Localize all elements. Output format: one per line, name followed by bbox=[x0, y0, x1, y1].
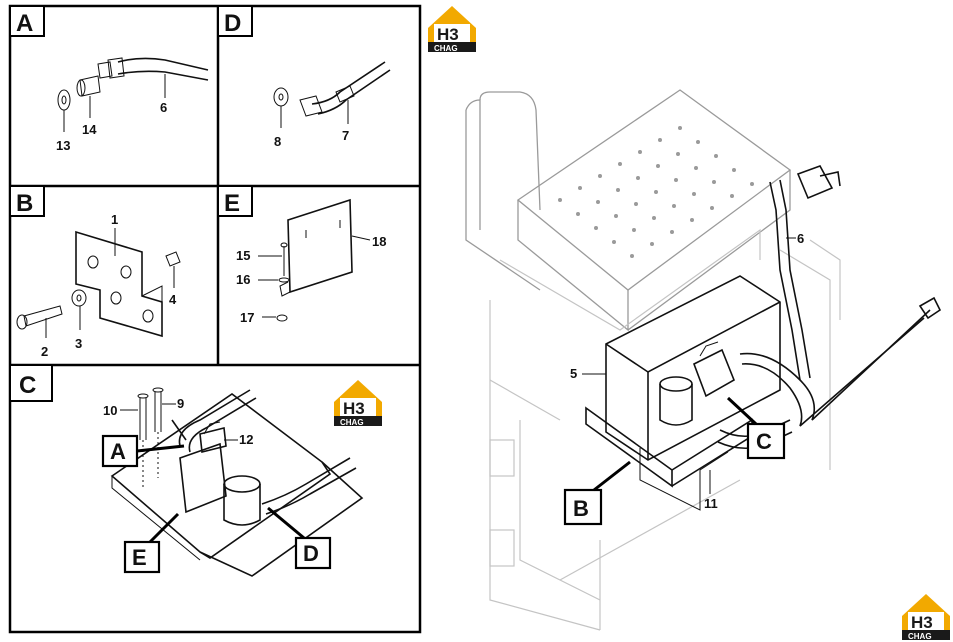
panel-b-label-1: 1 bbox=[111, 212, 118, 227]
panel-d-tag bbox=[217, 5, 253, 37]
panel-d-label-8: 8 bbox=[274, 134, 281, 149]
panel-e-label-16: 16 bbox=[236, 272, 250, 287]
panel-c-letter: C bbox=[19, 372, 36, 399]
panel-c-label-9: 9 bbox=[177, 396, 184, 411]
panel-a: A 6 14 13 bbox=[9, 5, 209, 153]
panel-c-callout-e-letter: E bbox=[132, 545, 147, 570]
brand-logo-panel-c: H3 CHAG bbox=[334, 380, 382, 427]
panel-d-letter: D bbox=[224, 10, 241, 37]
panel-d-label-7: 7 bbox=[342, 128, 349, 143]
panel-e-label-18: 18 bbox=[372, 234, 386, 249]
brand-logo-panel-c-letters: H3 bbox=[343, 399, 365, 418]
main-callout-c bbox=[746, 422, 786, 460]
brand-logo-top: H3 CHAG bbox=[428, 6, 476, 53]
brand-logo-panel-c-band: CHAG bbox=[340, 418, 364, 427]
panel-b-label-4: 4 bbox=[169, 292, 177, 307]
brand-logo-top-band: CHAG bbox=[434, 44, 458, 53]
panel-c-callout-a-letter: A bbox=[110, 439, 126, 464]
panel-a-label-14: 14 bbox=[82, 122, 97, 137]
brand-logo-bottom-band: CHAG bbox=[908, 632, 932, 641]
panel-b-label-3: 3 bbox=[75, 336, 82, 351]
main-label-6: 6 bbox=[797, 231, 804, 246]
panel-grid bbox=[8, 4, 422, 634]
panel-b-tag bbox=[9, 185, 45, 217]
panel-a-label-6: 6 bbox=[160, 100, 167, 115]
panel-b: B 1 4 3 2 bbox=[9, 185, 181, 359]
brand-logo-top-letters: H3 bbox=[437, 25, 459, 44]
main-label-11: 11 bbox=[704, 496, 718, 511]
panel-a-label-13: 13 bbox=[56, 138, 70, 153]
panel-e-label-15: 15 bbox=[236, 248, 250, 263]
panel-grid-frame bbox=[8, 4, 422, 634]
panel-c-callout-d bbox=[294, 536, 332, 570]
brand-logo-bottom-letters: H3 bbox=[911, 613, 933, 632]
platform-holes bbox=[558, 126, 754, 258]
panel-b-label-2: 2 bbox=[41, 344, 48, 359]
panel-e-letter: E bbox=[224, 190, 240, 217]
panel-a-letter: A bbox=[16, 10, 33, 37]
panel-c: C 10 9 12 A bbox=[9, 364, 364, 577]
panel-a-tag bbox=[9, 5, 45, 37]
panel-c-tag bbox=[9, 364, 53, 402]
main-view: 5 11 6 C B bbox=[465, 89, 942, 631]
main-callout-c-letter: C bbox=[756, 429, 772, 454]
main-callout-b bbox=[563, 488, 603, 526]
panel-b-letter: B bbox=[16, 190, 33, 217]
main-label-5: 5 bbox=[570, 366, 577, 381]
panel-c-callout-e bbox=[123, 540, 161, 574]
panel-d: D 8 7 bbox=[217, 5, 391, 149]
panel-c-callout-d-letter: D bbox=[303, 541, 319, 566]
brand-logo-bottom: H3 CHAG bbox=[902, 594, 950, 641]
panel-c-label-10: 10 bbox=[103, 403, 117, 418]
main-callout-b-letter: B bbox=[573, 496, 589, 521]
panel-e: E 18 15 16 17 bbox=[217, 185, 386, 325]
panel-e-tag bbox=[217, 185, 253, 217]
panel-c-callout-a bbox=[101, 434, 139, 468]
panel-e-label-17: 17 bbox=[240, 310, 254, 325]
panel-c-label-12: 12 bbox=[239, 432, 253, 447]
